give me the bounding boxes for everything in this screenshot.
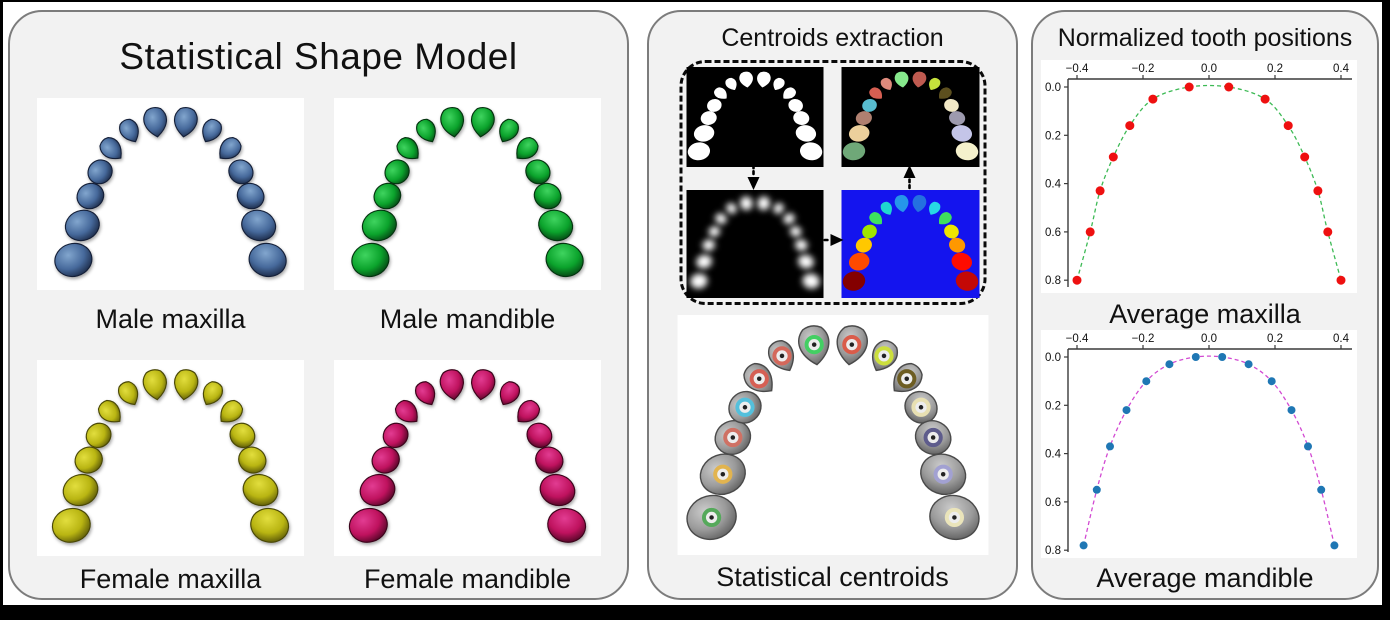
figure-canvas: Statistical Shape Model Male maxilla Mal… bbox=[3, 2, 1382, 605]
female-mandible-label: Female mandible bbox=[363, 564, 572, 594]
average-mandible-chart: −0.4 −0.2 0.0 0.2 0.4 0.0 0.2 0.4 0.6 0.8 bbox=[1041, 330, 1357, 558]
panel-normalized-tooth-positions: Normalized tooth positions −0.4 −0.2 0.0 0.… bbox=[1031, 10, 1379, 600]
extraction-pipeline-box bbox=[679, 60, 986, 305]
binary-mask-image bbox=[686, 67, 823, 167]
pipeline-image-grid bbox=[686, 67, 979, 298]
male-maxilla-image bbox=[37, 98, 304, 290]
statistical-centroids-image bbox=[677, 315, 988, 555]
panel-title-normalized-positions: Normalized tooth positions bbox=[1057, 24, 1353, 52]
svg-text:0.6: 0.6 bbox=[1045, 227, 1061, 239]
average-maxilla-label: Average maxilla bbox=[1109, 299, 1301, 329]
svg-text:0.2: 0.2 bbox=[1267, 333, 1283, 345]
male-mandible-label: Male mandible bbox=[379, 304, 556, 334]
svg-text:0.8: 0.8 bbox=[1045, 275, 1061, 287]
svg-text:0.4: 0.4 bbox=[1333, 333, 1350, 345]
male-mandible-image bbox=[334, 98, 601, 290]
female-mandible-image bbox=[334, 360, 601, 556]
svg-text:0.2: 0.2 bbox=[1045, 130, 1061, 142]
panel-title-centroids-extraction: Centroids extraction bbox=[721, 24, 944, 52]
panel-statistical-shape-model: Statistical Shape Model Male maxilla Mal… bbox=[8, 10, 629, 600]
svg-text:0.0: 0.0 bbox=[1045, 82, 1061, 94]
svg-text:−0.2: −0.2 bbox=[1132, 63, 1155, 75]
svg-text:0.4: 0.4 bbox=[1045, 449, 1062, 461]
arrow-up-icon bbox=[902, 164, 916, 191]
segmentation-image bbox=[841, 67, 979, 167]
panel-title-shape-model: Statistical Shape Model bbox=[119, 36, 518, 77]
svg-text:0.0: 0.0 bbox=[1045, 352, 1061, 364]
svg-text:0.0: 0.0 bbox=[1201, 333, 1217, 345]
female-maxilla-label: Female maxilla bbox=[79, 564, 262, 594]
svg-text:0.6: 0.6 bbox=[1045, 497, 1061, 509]
svg-text:0.2: 0.2 bbox=[1267, 63, 1283, 75]
svg-text:−0.2: −0.2 bbox=[1132, 333, 1155, 345]
svg-text:0.2: 0.2 bbox=[1045, 400, 1061, 412]
statistical-centroids-label: Statistical centroids bbox=[716, 562, 949, 592]
svg-text:0.8: 0.8 bbox=[1045, 545, 1061, 557]
arrow-down-icon bbox=[746, 164, 760, 191]
gaussian-heatmap-image bbox=[686, 190, 823, 298]
svg-text:0.4: 0.4 bbox=[1333, 63, 1350, 75]
svg-text:−0.4: −0.4 bbox=[1066, 333, 1089, 345]
jet-colormap-image bbox=[841, 190, 979, 298]
average-mandible-label: Average mandible bbox=[1096, 563, 1314, 593]
svg-text:0.4: 0.4 bbox=[1045, 179, 1062, 191]
arrow-right-icon bbox=[817, 233, 844, 247]
average-maxilla-chart: −0.4 −0.2 0.0 0.2 0.4 0.0 0.2 0.4 0.6 0.8 bbox=[1041, 60, 1357, 293]
svg-text:0.0: 0.0 bbox=[1201, 63, 1217, 75]
female-maxilla-image bbox=[37, 360, 304, 556]
panel-centroids-extraction: Centroids extraction Statistical centroi… bbox=[647, 10, 1018, 600]
svg-text:−0.4: −0.4 bbox=[1066, 63, 1089, 75]
male-maxilla-label: Male maxilla bbox=[95, 304, 246, 334]
